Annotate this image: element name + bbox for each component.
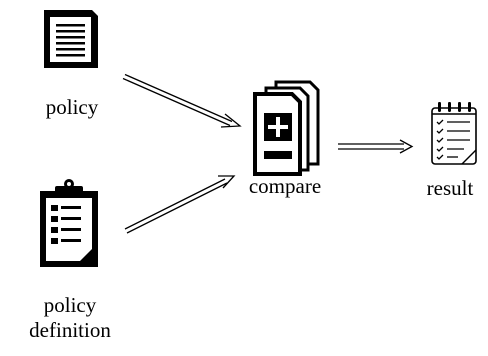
- policy-definition-label-line2: definition: [29, 318, 111, 342]
- clipboard-list-icon: [40, 179, 98, 267]
- diff-files-icon: [253, 80, 320, 176]
- checklist-notepad-icon: [431, 102, 477, 165]
- arrow-policy-to-compare: [122, 73, 242, 128]
- compare-label: compare: [248, 174, 322, 198]
- arrow-compare-to-result: [338, 139, 414, 154]
- policy-label: policy: [45, 95, 99, 119]
- result-label: result: [426, 176, 474, 200]
- document-icon: [44, 10, 98, 68]
- policy-definition-label-line1: policy: [43, 293, 97, 317]
- policy-definition-label: policy definition: [10, 293, 130, 343]
- arrow-definition-to-compare: [124, 175, 236, 234]
